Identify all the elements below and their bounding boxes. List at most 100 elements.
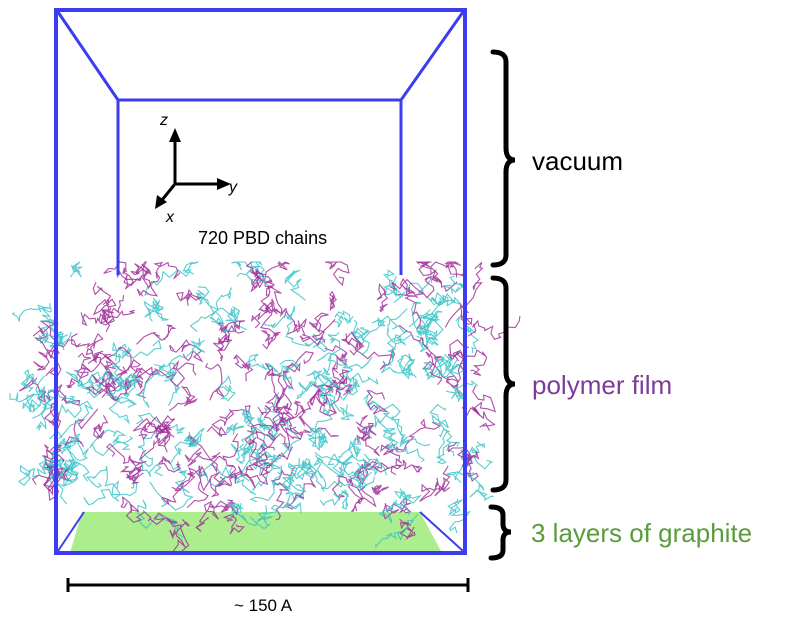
polymer-chain	[363, 392, 401, 428]
polymer-chain	[360, 317, 387, 356]
polymer-chain	[467, 315, 521, 340]
polymer-chain	[186, 471, 222, 508]
polymer-chain	[375, 513, 419, 548]
polymer-chain	[399, 518, 416, 540]
polymer-chain	[459, 303, 473, 326]
polymer-chain	[208, 287, 233, 334]
polymer-chain	[371, 484, 389, 496]
polymer-chain	[11, 304, 51, 322]
polymer-chain	[156, 455, 182, 473]
polymer-chain	[247, 402, 290, 433]
polymer-chain	[309, 388, 331, 409]
polymer-chain	[229, 446, 293, 486]
polymer-chain	[195, 500, 219, 532]
polymer-chain	[281, 473, 308, 493]
polymer-chain	[260, 330, 281, 350]
polymer-chain	[289, 460, 325, 492]
polymer-chain	[327, 453, 372, 481]
polymer-chain	[275, 385, 296, 423]
polymer-chain	[41, 303, 65, 347]
polymer-chain	[397, 354, 416, 380]
polymer-bracket	[490, 275, 516, 493]
polymer-chain	[446, 454, 494, 483]
polymer-chain	[49, 400, 94, 440]
polymer-film-label: polymer film	[532, 370, 673, 400]
polymer-chain	[137, 359, 197, 399]
polymer-chain	[378, 499, 403, 524]
polymer-chain	[376, 282, 389, 313]
polymer-chain	[138, 416, 170, 461]
polymer-chain	[147, 299, 169, 322]
polymer-chain	[307, 427, 327, 440]
graphite-label: 3 layers of graphite	[531, 518, 753, 548]
polymer-chain	[411, 301, 426, 337]
polymer-chain	[118, 339, 162, 360]
polymer-chain	[9, 388, 47, 419]
polymer-chain	[324, 345, 348, 374]
polymer-chain	[264, 260, 290, 297]
polymer-chain	[175, 288, 202, 306]
polymer-chain	[222, 514, 245, 535]
polymer-chain	[149, 469, 194, 511]
polymer-chain	[444, 261, 462, 278]
polymer-chain	[293, 400, 339, 437]
polymer-chain	[22, 391, 44, 414]
polymer-chain	[100, 298, 117, 332]
polymer-chain	[293, 318, 336, 346]
polymer-chain	[33, 335, 54, 371]
polymer-chain	[314, 405, 333, 444]
polymer-chain	[445, 379, 479, 402]
polymer-chain	[149, 512, 190, 553]
polymer-chain	[434, 465, 451, 497]
polymer-chain	[250, 269, 264, 293]
polymer-chain	[264, 305, 296, 329]
box-top-left-diagonal	[56, 11, 120, 101]
polymer-chain	[205, 362, 225, 401]
polymer-chain	[92, 354, 116, 377]
polymer-chain	[219, 405, 259, 446]
polymer-chain	[422, 292, 446, 322]
polymer-chain	[444, 261, 484, 328]
polymer-chain	[103, 261, 142, 290]
polymer-chain	[324, 261, 350, 287]
polymer-chain	[195, 286, 210, 307]
polymer-chain	[429, 403, 450, 438]
brackets	[488, 49, 516, 561]
polymer-chain	[435, 430, 461, 465]
polymer-chain	[70, 261, 84, 278]
polymer-chain	[124, 366, 156, 391]
polymer-chain	[270, 410, 302, 462]
polymer-chain	[37, 385, 79, 405]
polymer-chain	[432, 292, 463, 307]
polymer-chain	[119, 464, 144, 479]
polymer-chain	[241, 408, 257, 443]
polymer-chain	[317, 470, 375, 491]
polymer-chain	[341, 331, 365, 356]
polymer-chain	[80, 295, 125, 327]
polymer-chain	[331, 363, 350, 396]
polymer-chain	[355, 414, 377, 440]
polymer-chain	[455, 316, 479, 354]
polymer-chain	[435, 356, 461, 379]
z-axis-label: z	[160, 112, 168, 129]
polymer-chain	[256, 392, 280, 432]
polymer-chain	[380, 308, 409, 345]
polymer-chain	[397, 293, 425, 329]
polymer-chain	[20, 368, 37, 393]
polymer-chain	[169, 519, 190, 553]
polymer-chain	[347, 337, 395, 370]
polymer-chain	[227, 463, 263, 489]
polymer-chain	[141, 261, 181, 290]
polymer-chain	[111, 358, 144, 390]
polymer-chain	[346, 376, 361, 396]
polymer-chain	[382, 269, 398, 298]
polymer-chain	[408, 309, 443, 328]
polymer-chain	[250, 501, 302, 530]
polymer-chain	[216, 375, 236, 402]
polymer-chain	[230, 503, 273, 527]
polymer-chain	[287, 457, 310, 481]
polymer-chain	[466, 472, 494, 501]
polymer-chain	[416, 312, 439, 346]
polymer-chain	[443, 275, 468, 294]
